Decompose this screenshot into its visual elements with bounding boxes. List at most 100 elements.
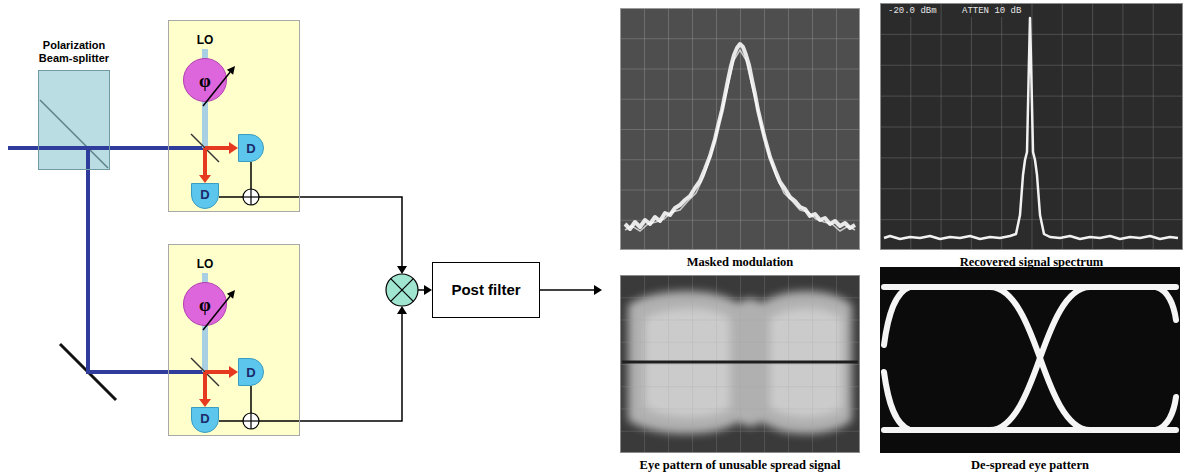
phase-shifter-disc [184,59,227,102]
arrowhead [397,266,407,274]
port-label: LO [185,33,225,47]
splitter-surface [40,100,108,168]
oscilloscope-photo: De-spread eye pattern [880,267,1180,453]
signal-beam [110,146,168,150]
wire [259,314,402,421]
arrowhead [229,366,238,378]
receiver-fill [168,244,300,436]
spectrum-trace [625,50,855,231]
balanced-receiver-box: LO φD D [168,244,300,436]
mixed-beam [203,148,207,176]
detector-label: D [246,366,255,379]
phase-shifter-circle: φ [183,282,227,326]
oscilloscope-photo: Recovered signal spectrum [880,3,1183,250]
receiver-fill [168,20,300,212]
mixed-beam [203,372,207,400]
eye-traces [884,287,1176,430]
signal-beam [168,146,205,150]
arrowhead [229,142,238,154]
arrowhead [424,285,432,295]
eye-trace [884,287,1176,430]
screen-photo [880,3,1183,250]
oscilloscope-photo: Eye pattern of unusable spread signal [620,275,860,453]
photo-caption: De-spread eye pattern [860,458,1190,473]
mixer-cross [391,279,414,302]
screen-border [621,9,860,250]
wire [250,162,252,189]
balanced-receiver-box: LO φD D [168,20,300,212]
spectrum-trace [884,18,1178,239]
arrowhead [199,175,211,183]
photo-caption: Eye pattern of unusable spread signal [600,458,880,473]
wire [418,289,425,291]
screen-border [621,276,860,453]
beam-splitter-cube: Polarization Beam-splitter [38,70,110,170]
wire [219,420,243,422]
screen-grid [620,275,860,453]
detector-shape [239,359,264,386]
screen-grid [880,3,1183,250]
receiver-optics [168,273,259,429]
box-label: Post filter [451,281,520,299]
screen-photo [620,8,860,250]
arrowhead [227,66,235,75]
signal-beam [86,148,90,170]
mixer-cross [391,279,414,302]
component-heading: Polarization Beam-splitter [26,39,122,65]
detector-shape [192,408,219,433]
arrowhead [397,306,407,314]
screen-grid [620,8,860,250]
eye-trace [884,287,1176,430]
screen-border [881,4,1183,250]
receiver-optics [168,49,259,205]
signal-beam [88,170,168,372]
mixed-beam [205,146,230,150]
detector-shape [239,135,264,162]
summing-junction [243,413,259,429]
detector-label: D [246,142,255,155]
port-label: LO [185,257,225,271]
phase-symbol: φ [199,295,211,314]
photo-caption: Masked modulation [600,255,880,270]
wire [250,386,252,413]
eye-trace [990,287,1090,430]
arrowhead [227,290,235,299]
oscilloscope-photo: Masked modulation [620,8,860,250]
eye-trace [884,287,910,430]
wire [219,196,243,198]
signal-beam [168,370,205,374]
photodetector: D [191,407,219,433]
arrowhead [199,399,211,407]
splitter-fill [38,70,110,170]
screen-photo [880,267,1180,453]
spectrum-trace [625,44,855,229]
photodetector: D [238,134,264,162]
screen-photo [620,275,860,453]
photo-caption: Recovered signal spectrum [860,255,1190,270]
phase-symbol: φ [199,71,211,90]
mixed-beam [205,370,230,374]
summing-junction [243,189,259,205]
screen-annotation: -20.0 dBm [886,6,939,17]
detector-label: D [200,188,209,201]
process-box: Post filter [432,262,540,318]
wire [540,289,595,291]
detector-label: D [200,412,209,425]
phase-shifter-disc [184,283,227,326]
photodetector: D [191,183,219,209]
detector-shape [192,184,219,209]
eye-trace [1156,287,1176,430]
wire [259,197,402,266]
summing-cross [250,189,251,205]
summing-cross [250,413,251,429]
arrowhead [594,285,602,295]
signal-beam [8,146,110,150]
mixer-symbol [386,274,418,306]
screen-annotation: ATTEN 10 dB [960,6,1023,17]
phase-shifter-circle: φ [183,58,227,102]
baseline [622,361,858,364]
